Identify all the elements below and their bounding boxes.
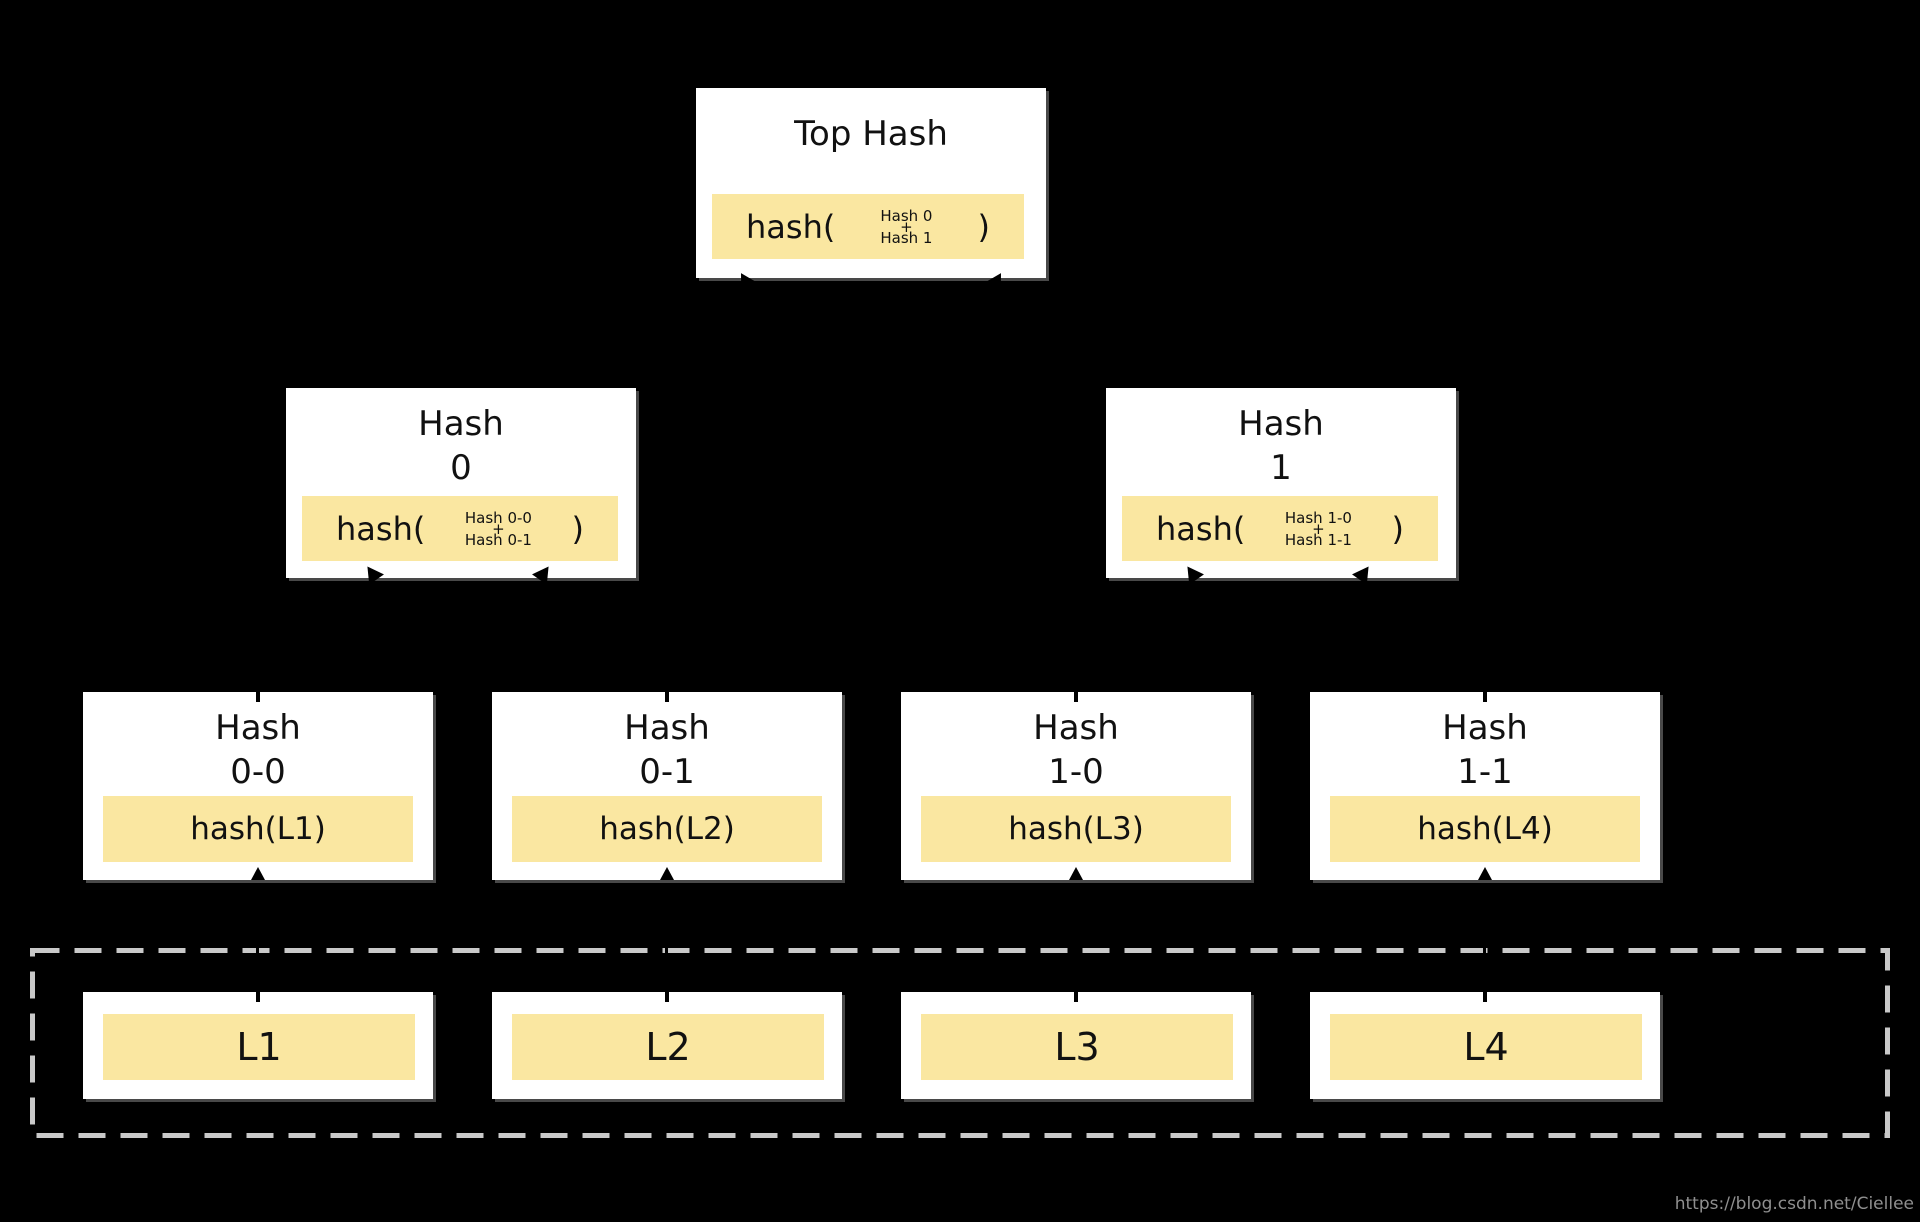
- watermark-url: https://blog.csdn.net/Ciellee: [1674, 1194, 1914, 1214]
- node-hash-0-1: Hash 0-1 hash(L2): [492, 692, 842, 880]
- node-title-line2: 1: [1270, 448, 1292, 488]
- formula-operand-top: Hash 0-0: [464, 508, 532, 527]
- node-hash-1-0: Hash 1-0 hash(L3): [901, 692, 1251, 880]
- formula-operand-top: Hash 0: [880, 206, 933, 225]
- node-title-line1: Hash: [1033, 708, 1119, 748]
- formula-operand-bottom: Hash 1: [880, 228, 933, 247]
- arrow-head-icon: [251, 867, 265, 880]
- hash-formula: hash(L4): [1330, 796, 1640, 862]
- arrow-tail: [1483, 992, 1487, 1002]
- node-title: Hash 0-1: [492, 692, 842, 794]
- formula-prefix: hash(: [336, 509, 426, 548]
- node-title-line1: Hash: [418, 404, 504, 444]
- formula-suffix: ): [977, 207, 990, 246]
- leaf-l4: L4: [1310, 992, 1660, 1099]
- plus-operator: +: [1312, 519, 1325, 538]
- arrow-head-icon: [1478, 867, 1492, 880]
- node-title-line2: 1-1: [1457, 752, 1513, 792]
- arrow-tail: [665, 692, 669, 702]
- arrow-tail: [256, 692, 260, 702]
- node-title: Hash 0: [286, 388, 636, 490]
- node-title-line2: 0: [450, 448, 472, 488]
- node-title: Top Hash: [794, 114, 948, 154]
- node-title: Hash 0-0: [83, 692, 433, 794]
- leaf-label: L4: [1330, 1014, 1642, 1080]
- formula-operands: Hash 0-0 + Hash 0-1: [464, 508, 532, 549]
- formula-operands: Hash 0 + Hash 1: [880, 206, 933, 247]
- formula-operand-bottom: Hash 1-1: [1284, 530, 1352, 549]
- formula-suffix: ): [1391, 509, 1404, 548]
- node-title-line1: Hash: [1238, 404, 1324, 444]
- arrow-tail: [1074, 692, 1078, 702]
- hash-formula: hash( Hash 0-0 + Hash 0-1 ): [302, 496, 618, 561]
- node-title-line1: Hash: [624, 708, 710, 748]
- arrow-line-cross: [256, 944, 259, 956]
- arrow-tail: [665, 992, 669, 1002]
- node-title: Hash 1-0: [901, 692, 1251, 794]
- leaf-label: L2: [512, 1014, 824, 1080]
- formula-suffix: ): [571, 509, 584, 548]
- node-hash-0-0: Hash 0-0 hash(L1): [83, 692, 433, 880]
- leaf-l3: L3: [901, 992, 1251, 1099]
- leaf-label: L1: [103, 1014, 415, 1080]
- plus-operator: +: [492, 519, 505, 538]
- node-title: Hash 1: [1106, 388, 1456, 490]
- arrow-head-icon: [1069, 867, 1083, 880]
- arrow-line-cross: [1074, 944, 1077, 956]
- hash-formula: hash( Hash 1-0 + Hash 1-1 ): [1122, 496, 1438, 561]
- node-title-line2: 0-0: [230, 752, 286, 792]
- arrow-tail: [1074, 992, 1078, 1002]
- formula-operand-bottom: Hash 0-1: [464, 530, 532, 549]
- formula-prefix: hash(: [746, 207, 836, 246]
- hash-formula: hash(L1): [103, 796, 413, 862]
- node-title: Hash 1-1: [1310, 692, 1660, 794]
- node-title-line2: 0-1: [639, 752, 695, 792]
- hash-formula: hash(L3): [921, 796, 1231, 862]
- node-title-line2: 1-0: [1048, 752, 1104, 792]
- hash-formula: hash( Hash 0 + Hash 1 ): [712, 194, 1024, 259]
- formula-operands: Hash 1-0 + Hash 1-1: [1284, 508, 1352, 549]
- node-top-hash: Top Hash hash( Hash 0 + Hash 1 ): [696, 88, 1046, 292]
- leaf-label: L3: [921, 1014, 1233, 1080]
- leaf-l1: L1: [83, 992, 433, 1099]
- hash-formula: hash(L2): [512, 796, 822, 862]
- arrow-line-cross: [1483, 944, 1486, 956]
- node-title-line1: Hash: [215, 708, 301, 748]
- node-title-line1: Hash: [1442, 708, 1528, 748]
- arrow-head-icon: [660, 867, 674, 880]
- node-hash-1-1: Hash 1-1 hash(L4): [1310, 692, 1660, 880]
- arrow-tail: [256, 992, 260, 1002]
- arrow-line-cross: [665, 944, 668, 956]
- leaf-l2: L2: [492, 992, 842, 1099]
- arrow-tail: [1483, 692, 1487, 702]
- formula-operand-top: Hash 1-0: [1284, 508, 1352, 527]
- node-hash-1: Hash 1 hash( Hash 1-0 + Hash 1-1 ): [1106, 388, 1456, 585]
- plus-operator: +: [900, 217, 913, 236]
- node-hash-0: Hash 0 hash( Hash 0-0 + Hash 0-1 ): [286, 388, 636, 585]
- formula-prefix: hash(: [1156, 509, 1246, 548]
